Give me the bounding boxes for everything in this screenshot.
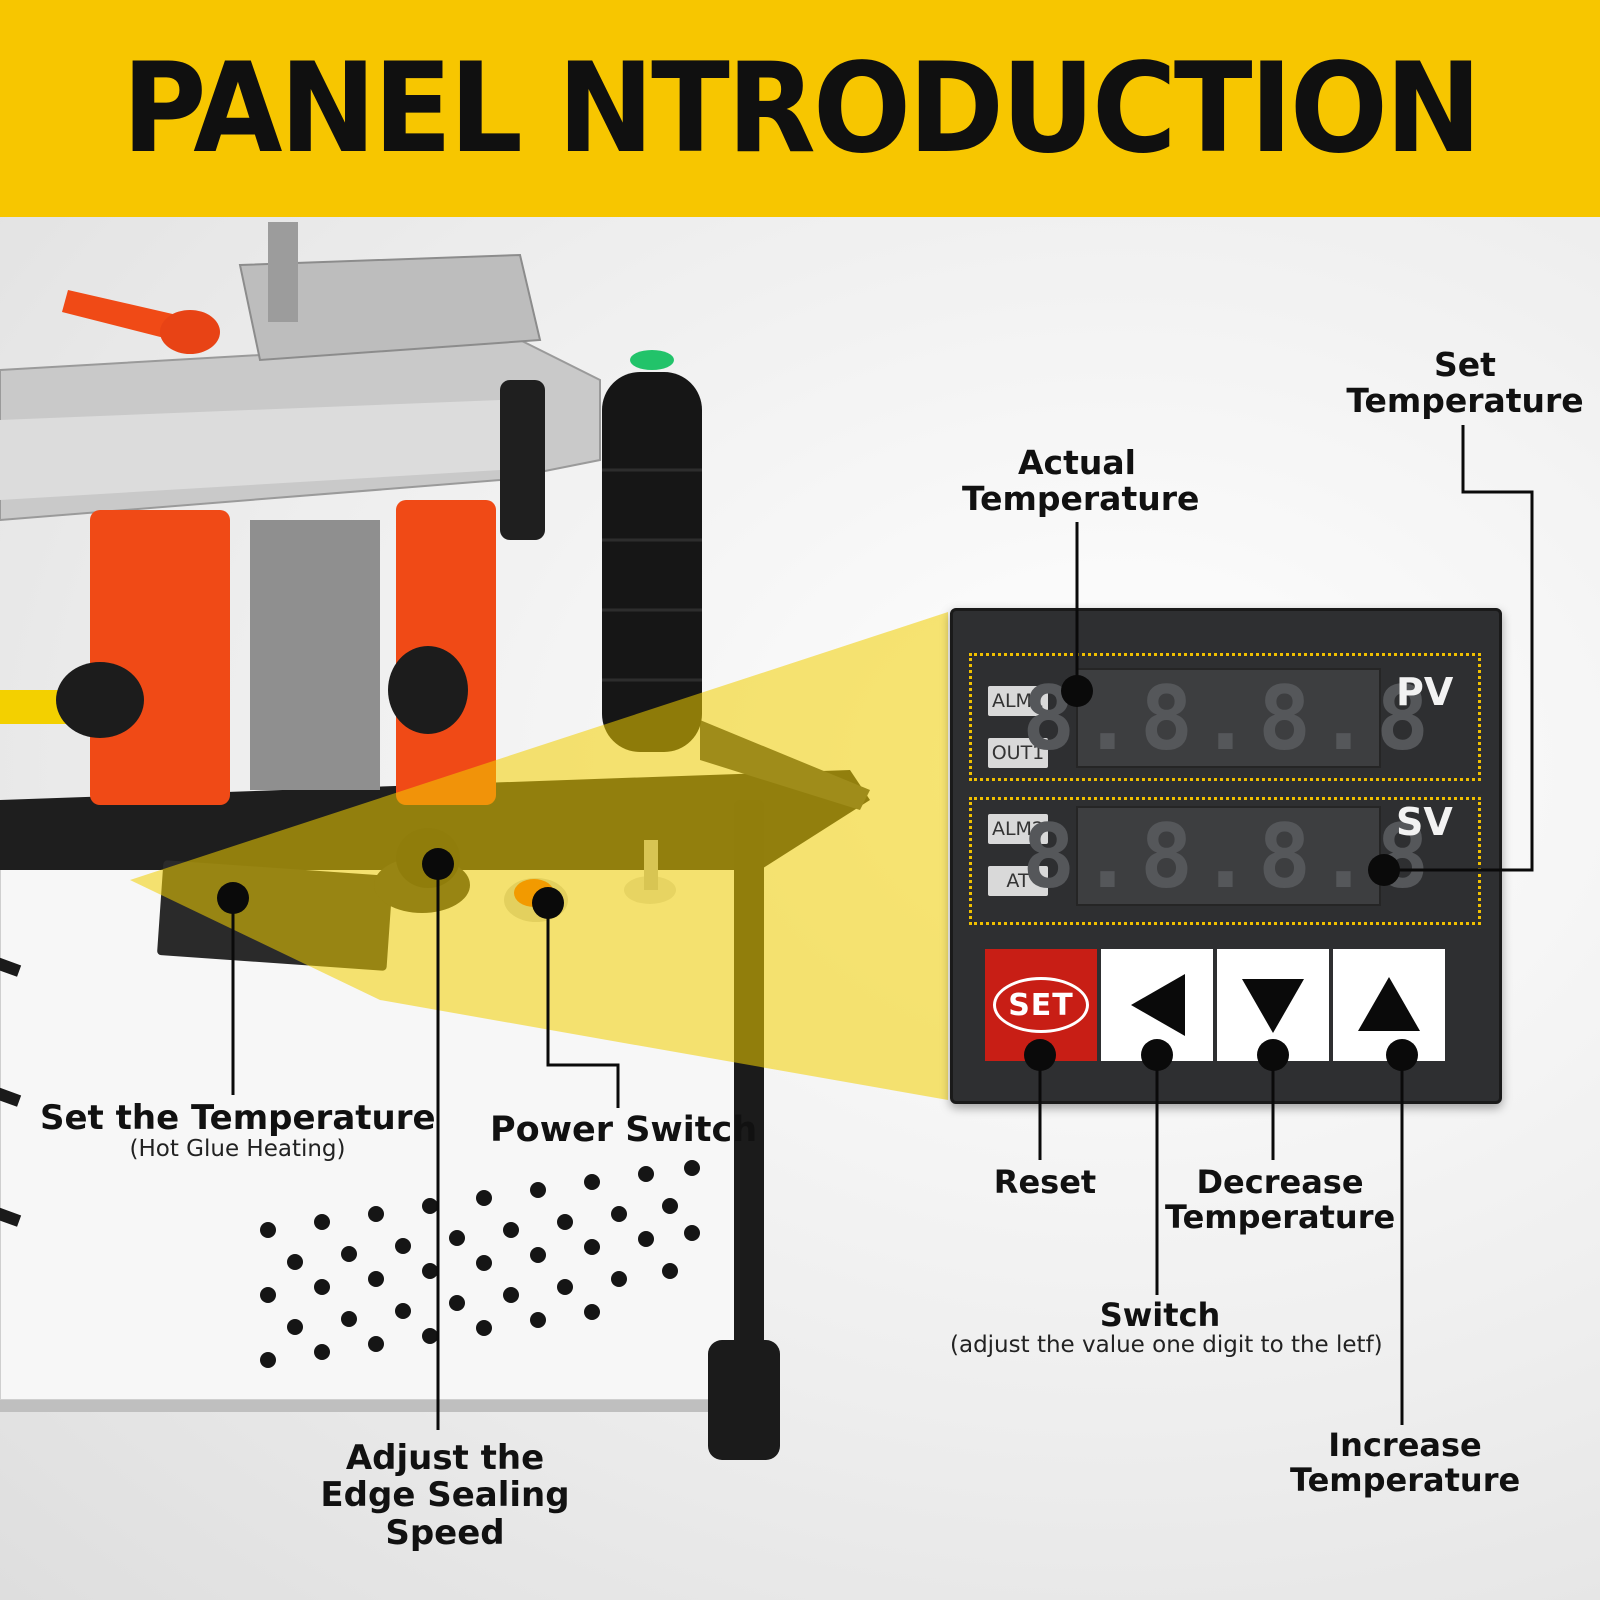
label-set-the-temperature: Set the Temperature (Hot Glue Heating) [40,1098,436,1163]
sv-row: ALM2 AT 8.8.8.8 SV [969,797,1481,925]
alm1-indicator: ALM1 [988,686,1048,716]
pv-row: ALM1 OUT1 8.8.8.8 PV [969,653,1481,781]
label-adjust-speed: Adjust the Edge Sealing Speed [320,1438,570,1553]
pv-label: PV [1396,670,1454,714]
label-set-the-temperature-sub: (Hot Glue Heating) [129,1136,346,1163]
left-arrow-icon [1131,974,1185,1036]
label-set-temperature: Set Temperature [1346,345,1584,421]
set-key-label: SET [993,977,1089,1033]
temperature-controller: ALM1 OUT1 8.8.8.8 PV ALM2 AT 8.8.8.8 SV … [950,608,1502,1104]
at-indicator: AT [988,866,1048,896]
pv-display: 8.8.8.8 [1022,666,1435,770]
label-increase-temperature: Increase Temperature [1290,1426,1521,1500]
vent-holes [260,1160,700,1368]
label-set-the-temperature-main: Set the Temperature [40,1098,436,1138]
label-switch: Switch (adjust the value one digit to th… [950,1296,1383,1359]
alm2-indicator: ALM2 [988,814,1048,844]
page-title: PANEL NTRODUCTION [121,36,1482,181]
label-switch-sub: (adjust the value one digit to the letf) [950,1332,1383,1359]
sv-display: 8.8.8.8 [1022,804,1435,908]
sv-label: SV [1396,800,1453,844]
label-power-switch: Power Switch [490,1110,758,1150]
out1-indicator: OUT1 [988,738,1048,768]
up-arrow-icon [1358,977,1420,1031]
label-decrease-temperature: Decrease Temperature [1165,1163,1396,1237]
label-switch-main: Switch [1099,1296,1221,1334]
down-arrow-icon [1242,979,1304,1033]
label-reset: Reset [993,1163,1097,1201]
title-banner: PANEL NTRODUCTION [0,0,1600,217]
up-button[interactable] [1333,949,1445,1061]
label-actual-temperature: Actual Temperature [962,443,1200,519]
